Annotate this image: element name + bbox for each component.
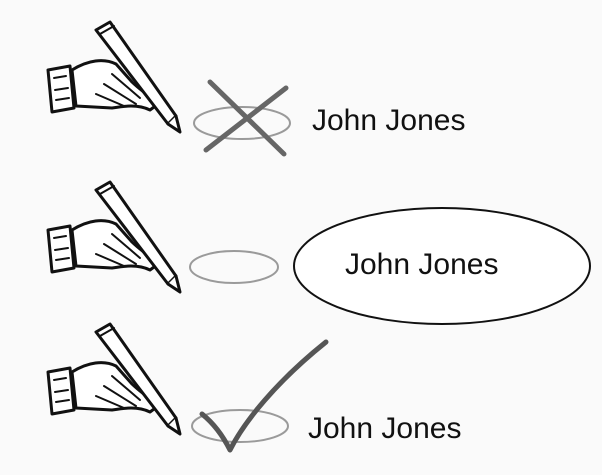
hand-holding-pen-icon — [46, 20, 182, 134]
ballot-oval-icon — [193, 106, 291, 140]
name-circle-mark — [293, 207, 591, 325]
cross-mark — [203, 79, 289, 157]
candidate-name: John Jones — [345, 248, 499, 281]
check-mark — [199, 339, 329, 453]
ballot-oval-icon — [189, 250, 279, 284]
ballot-oval-icon — [191, 409, 289, 443]
hand-holding-pen-icon — [46, 180, 182, 294]
example-row-cross: John Jones — [0, 0, 602, 160]
example-row-check: John Jones — [0, 322, 602, 475]
example-row-circled-name: John Jones — [0, 160, 602, 325]
hand-holding-pen-icon — [46, 322, 182, 436]
candidate-name: John Jones — [312, 104, 466, 137]
candidate-name: John Jones — [308, 412, 462, 445]
